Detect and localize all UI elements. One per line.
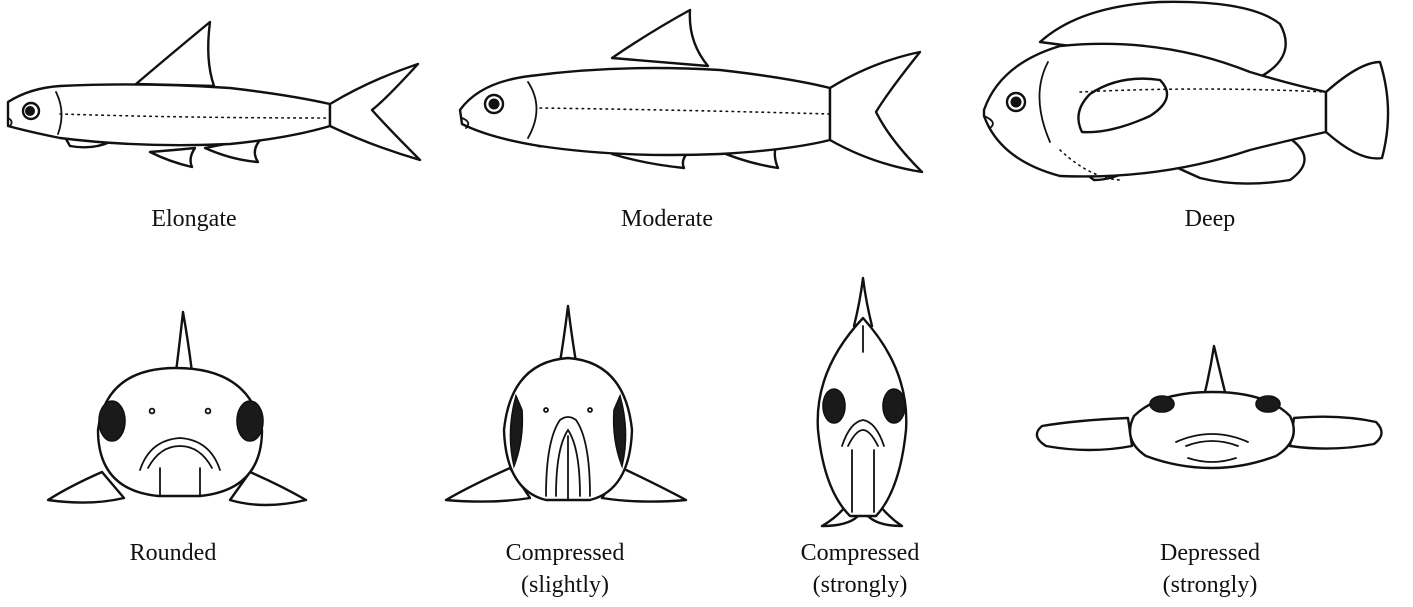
deep-fish-drawing <box>984 2 1388 184</box>
label-moderate: Moderate <box>612 204 722 234</box>
label-rounded: Rounded <box>118 538 228 568</box>
compressed-strongly-front-drawing <box>818 278 907 526</box>
label-depressed-strongly: Depressed <box>1140 538 1280 568</box>
elongate-fish-drawing <box>8 22 420 167</box>
moderate-fish-drawing <box>460 10 922 172</box>
label-compressed-strongly-qualifier: (strongly) <box>790 570 930 600</box>
label-compressed-slightly: Compressed <box>495 538 635 568</box>
rounded-front-drawing <box>48 312 306 505</box>
depressed-strongly-front-drawing <box>1037 346 1382 468</box>
compressed-slightly-front-drawing <box>446 306 686 502</box>
label-deep: Deep <box>1170 204 1250 234</box>
label-depressed-strongly-qualifier: (strongly) <box>1140 570 1280 600</box>
label-elongate: Elongate <box>144 204 244 234</box>
label-compressed-slightly-qualifier: (slightly) <box>495 570 635 600</box>
label-compressed-strongly: Compressed <box>790 538 930 568</box>
